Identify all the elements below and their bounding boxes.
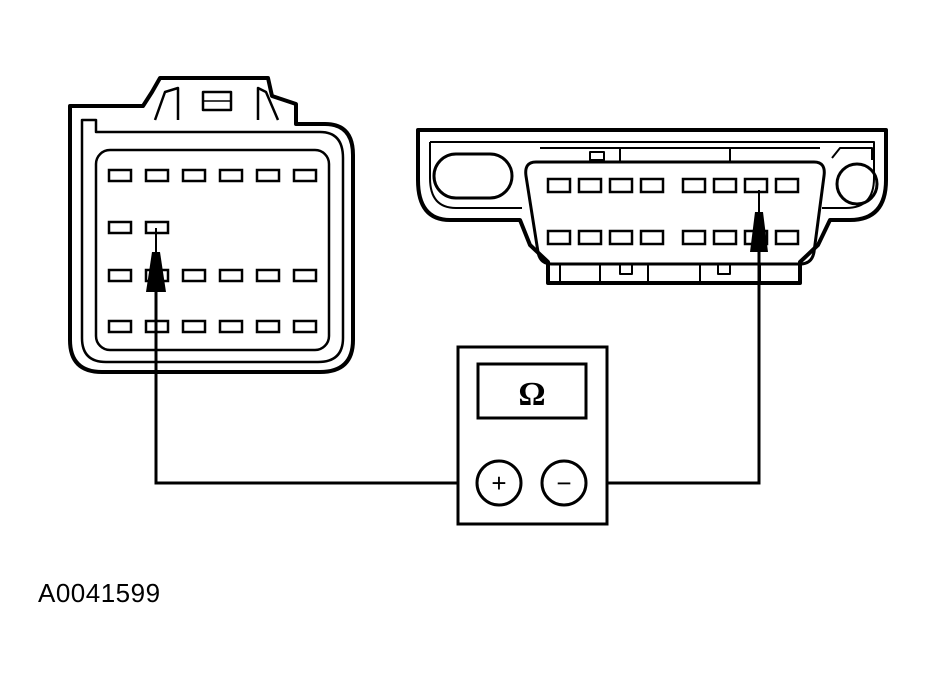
right-connector-pins — [546, 177, 800, 246]
ohmmeter-display — [476, 362, 588, 420]
left-connector-shell — [68, 76, 355, 374]
right-pin-cavity — [712, 229, 738, 246]
right-pin-cavity — [712, 177, 738, 194]
left-pin-cavity — [218, 319, 244, 334]
left-pin-cavity — [255, 268, 281, 283]
right-pin-cavity — [681, 229, 707, 246]
right-connector-mount-hole — [835, 162, 879, 206]
negative-terminal — [540, 459, 588, 507]
left-probe — [146, 228, 166, 292]
right-pin-cavity — [608, 177, 634, 194]
left-connector-latch — [153, 86, 280, 121]
right-pin-cavity — [639, 177, 665, 194]
negative-symbol: − — [556, 468, 571, 498]
negative-test-lead — [586, 245, 761, 485]
right-pin-cavity — [774, 229, 800, 246]
right-probe — [750, 190, 768, 252]
right-pin-cavity — [608, 229, 634, 246]
left-pin-cavity — [181, 268, 207, 283]
left-pin-cavity — [144, 168, 170, 183]
left-pin-cavity — [255, 319, 281, 334]
ohm-symbol: Ω — [518, 376, 545, 413]
left-pin-cavity — [255, 168, 281, 183]
left-connector-pins — [107, 168, 318, 334]
right-pin-cavity — [546, 229, 572, 246]
left-pin-cavity — [181, 168, 207, 183]
positive-test-lead — [154, 285, 476, 485]
right-connector-inner — [429, 141, 875, 209]
right-pin-cavity — [577, 177, 603, 194]
left-pin-cavity — [218, 168, 244, 183]
figure-id: A0041599 — [38, 578, 161, 608]
right-connector-mount-slot — [432, 152, 514, 200]
positive-terminal — [475, 459, 523, 507]
left-pin-cavity — [107, 220, 133, 235]
left-pin-cavity — [292, 319, 318, 334]
right-pin-cavity — [577, 229, 603, 246]
left-pin-cavity — [107, 168, 133, 183]
left-pin-cavity — [292, 268, 318, 283]
left-connector-cavity-field — [94, 148, 331, 352]
right-pin-cavity — [743, 177, 769, 194]
right-pin-cavity — [546, 177, 572, 194]
left-connector-inner — [80, 118, 345, 364]
right-pin-cavity — [681, 177, 707, 194]
right-connector — [416, 128, 888, 285]
left-pin-cavity — [292, 168, 318, 183]
right-pin-cavity — [639, 229, 665, 246]
right-pin-cavity — [774, 177, 800, 194]
left-connector — [68, 76, 355, 374]
positive-symbol: + — [491, 468, 506, 498]
left-pin-cavity — [107, 319, 133, 334]
left-pin-cavity — [218, 268, 244, 283]
left-pin-cavity — [181, 319, 207, 334]
ohmmeter: Ω + − — [456, 345, 609, 526]
left-pin-cavity — [107, 268, 133, 283]
right-connector-cavity-field — [524, 160, 826, 266]
right-connector-shell — [416, 128, 888, 285]
